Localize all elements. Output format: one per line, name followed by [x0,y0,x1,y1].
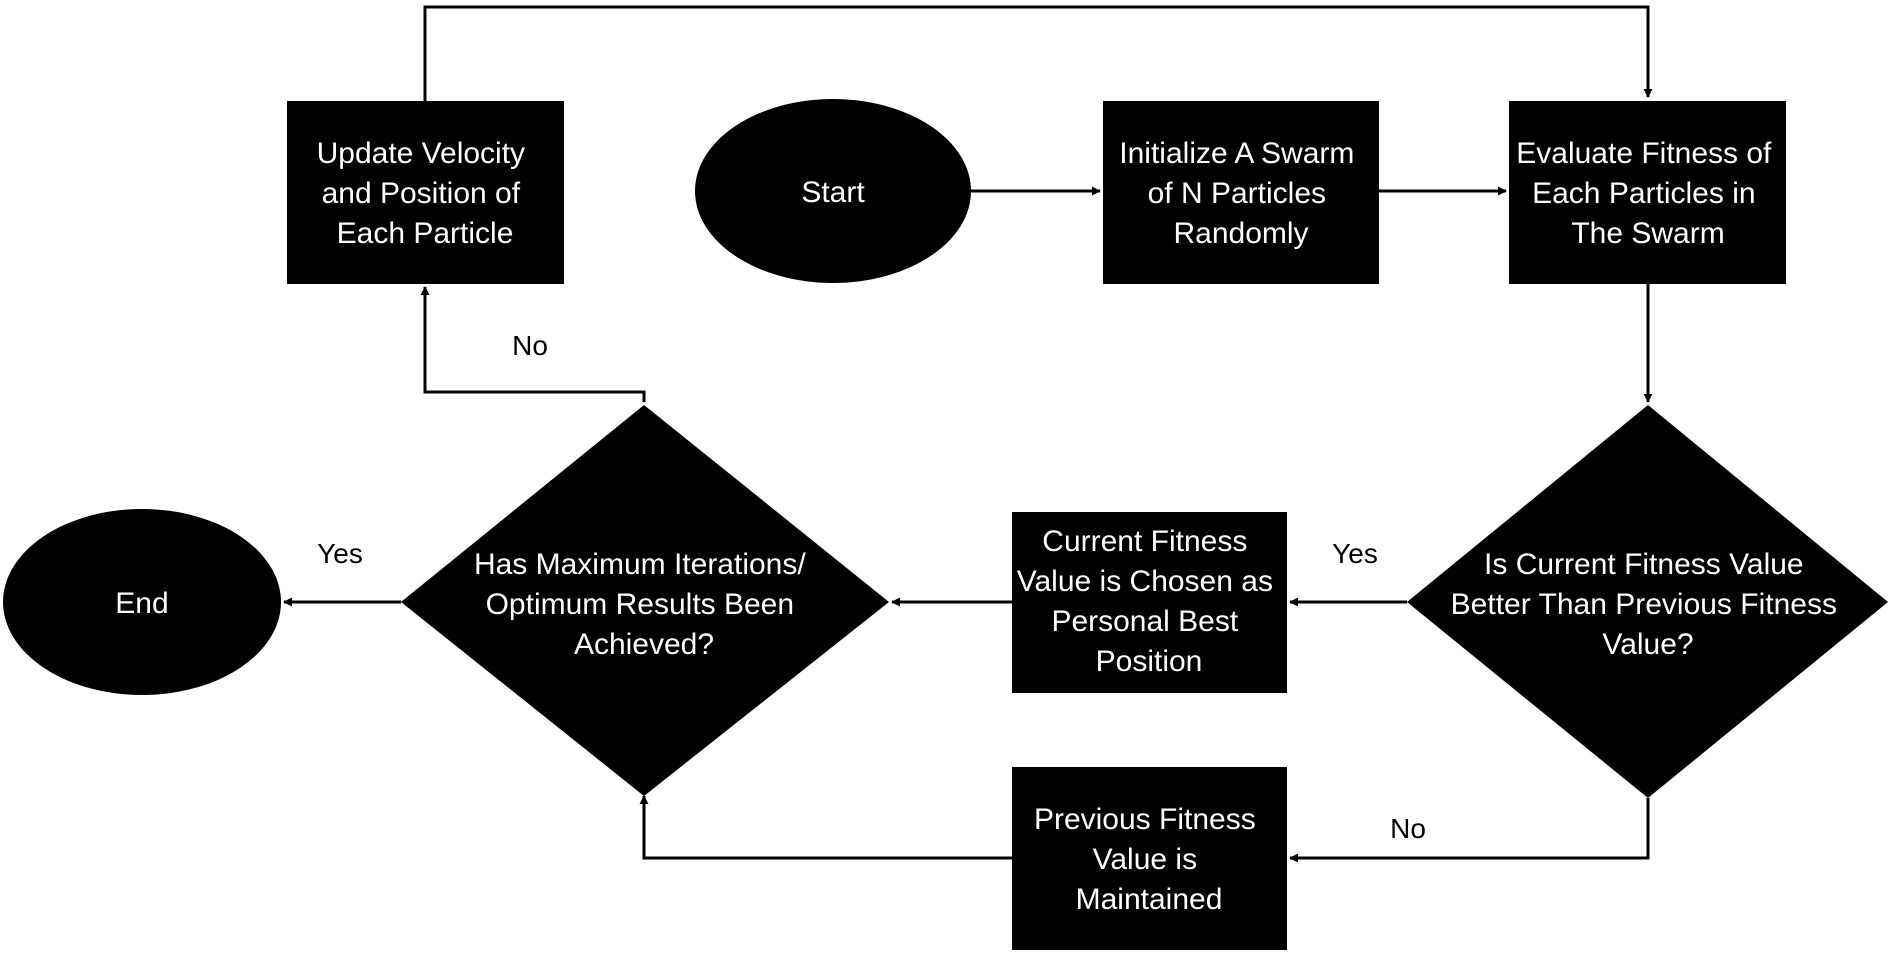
node-init-swarm-line: of N Particles [1148,177,1326,210]
node-previous-maintained-line: Value is [1093,843,1198,876]
node-start: Start [695,99,971,283]
svg-text:Previous Fitness Value i: Previous Fitness Value is Maintained [1034,803,1264,916]
node-fitness-better-decision: Is Current Fitness Value Better Than Pre… [1407,405,1888,798]
node-fitness-better-line: Better Than Previous Fitness [1451,588,1837,621]
node-personal-best-line: Personal Best [1051,605,1238,638]
node-previous-maintained: Previous Fitness Value is Maintained [1012,767,1287,950]
node-evaluate-fitness-line: Each Particles in [1532,177,1755,210]
node-fitness-better-shape [1407,405,1888,798]
node-previous-maintained-line: Previous Fitness [1034,803,1256,836]
node-start-line: Start [801,176,865,209]
node-fitness-better-line: Value? [1602,628,1693,661]
node-max-iterations-line: Has Maximum Iterations/ [474,548,806,581]
node-init-swarm-line: Randomly [1173,217,1308,250]
edge-label-decision-yes: Yes [1332,538,1378,569]
node-max-iterations-line: Achieved? [574,628,714,661]
edge-previous-to-iterations [639,795,1012,860]
node-end: End [3,509,281,695]
svg-text:Is Current Fitness Value: Is Current Fitness Value Better Than Pre… [1451,548,1846,661]
svg-text:Start: Start [801,176,865,209]
node-evaluate-fitness-shape [1509,101,1786,284]
svg-text:Initialize A Swarm of N: Initialize A Swarm of N Particles Random… [1119,137,1362,250]
node-update-velocity-line: Update Velocity [317,137,525,170]
node-personal-best-shape [1012,512,1287,693]
node-max-iterations-shape [401,405,889,796]
node-evaluate-fitness-line: The Swarm [1571,217,1724,250]
edge-decision-no-to-previous [1289,798,1650,863]
node-max-iterations-decision: Has Maximum Iterations/ Optimum Results … [401,405,889,796]
node-personal-best-line: Value is Chosen as [1017,565,1273,598]
node-evaluate-fitness-line: Evaluate Fitness of [1516,137,1772,170]
node-evaluate-fitness: Evaluate Fitness of Each Particles in Th… [1509,101,1786,284]
node-end-line: End [115,587,168,620]
node-previous-maintained-line: Maintained [1076,883,1223,916]
node-personal-best-line: Position [1096,645,1203,678]
node-previous-maintained-shape [1012,767,1287,950]
svg-text:Update Velocity and Posi: Update Velocity and Position of Each Par… [317,137,534,250]
node-update-velocity-shape [287,101,564,284]
node-personal-best-line: Current Fitness [1042,525,1247,558]
node-end-shape [3,509,281,695]
svg-text:Current Fitness Value is: Current Fitness Value is Chosen as Perso… [1017,525,1282,678]
node-init-swarm: Initialize A Swarm of N Particles Random… [1103,101,1379,284]
node-update-velocity: Update Velocity and Position of Each Par… [287,101,564,284]
edge-label-decision-no: No [1390,813,1426,844]
edge-label-iterations-no: No [512,330,548,361]
edge-update-to-evaluate [423,5,1653,101]
svg-text:Evaluate Fitness of Each: Evaluate Fitness of Each Particles in Th… [1516,137,1779,250]
node-init-swarm-shape [1103,101,1379,284]
svg-text:End: End [115,587,168,620]
node-max-iterations-line: Optimum Results Been [486,588,794,621]
node-update-velocity-line: Each Particle [337,217,514,250]
edge-label-iterations-yes: Yes [317,538,363,569]
node-start-shape [695,99,971,283]
node-update-velocity-line: and Position of [322,177,521,210]
edge-iterations-no-to-update [420,286,646,402]
node-init-swarm-line: Initialize A Swarm [1119,137,1354,170]
svg-text:Has Maximum Iterations/: Has Maximum Iterations/ Optimum Results … [474,548,814,661]
node-fitness-better-line: Is Current Fitness Value [1484,548,1804,581]
node-personal-best: Current Fitness Value is Chosen as Perso… [1012,512,1287,693]
